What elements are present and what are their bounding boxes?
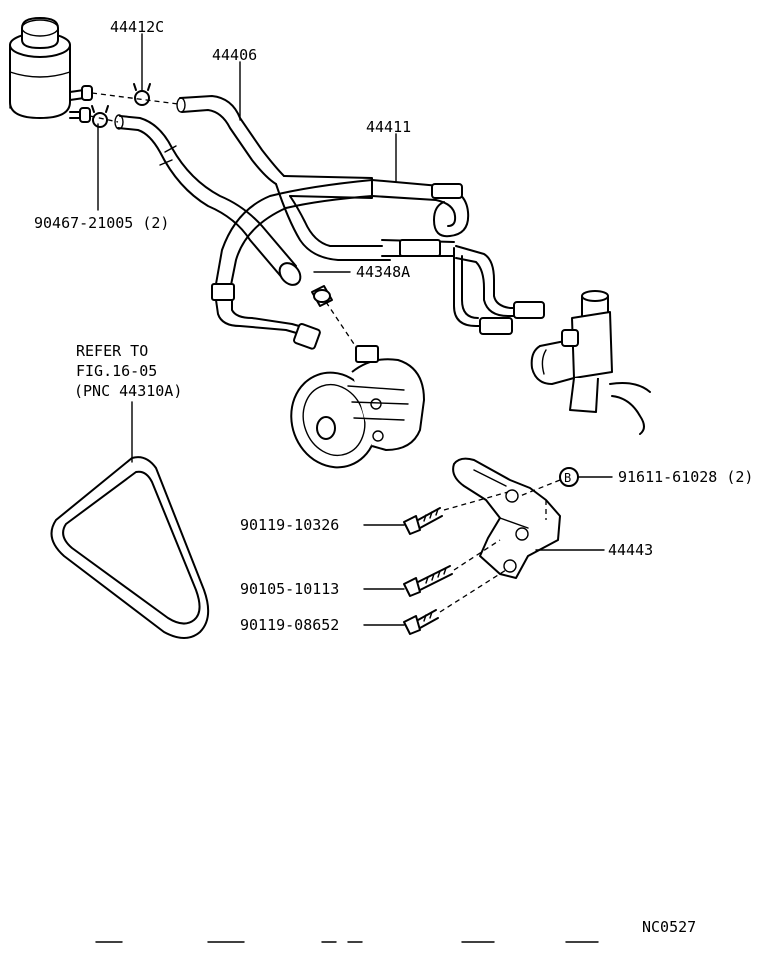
pressure-tube	[371, 179, 545, 335]
union-bolt	[311, 285, 333, 307]
label-44411: 44411	[366, 118, 411, 136]
label-refer-to: REFER TO	[76, 342, 148, 360]
label-91611-61028: 91611-61028 (2)	[618, 468, 753, 486]
power-steering-pump	[290, 345, 425, 469]
supply-hose	[114, 114, 302, 286]
label-44443: 44443	[608, 541, 653, 559]
label-44412c: 44412C	[110, 18, 164, 36]
label-90467-21005: 90467-21005 (2)	[34, 214, 169, 232]
drawing-code: NC0527	[642, 918, 696, 936]
pump-bracket	[452, 457, 561, 579]
hose-clamp-upper	[133, 83, 151, 106]
steering-gear	[530, 290, 651, 435]
return-hose	[176, 95, 391, 261]
label-fig-16-05: FIG.16-05	[76, 362, 157, 380]
bolt-middle	[403, 565, 453, 597]
bolt-lower	[403, 609, 439, 635]
label-44348a: 44348A	[356, 263, 410, 281]
hose-clamp-lower	[91, 105, 109, 128]
pressure-hose	[211, 179, 373, 350]
label-44406: 44406	[212, 46, 257, 64]
label-90119-08652: 90119-08652	[240, 616, 339, 634]
label-90119-10326: 90119-10326	[240, 516, 339, 534]
drive-belt	[50, 456, 210, 639]
label-pnc-44310a: (PNC 44310A)	[74, 382, 182, 400]
nut-marker: B	[559, 467, 579, 487]
bolt-upper	[403, 507, 443, 535]
reservoir-tank	[9, 17, 93, 123]
label-90105-10113: 90105-10113	[240, 580, 339, 598]
nut-marker-label: B	[564, 471, 571, 485]
